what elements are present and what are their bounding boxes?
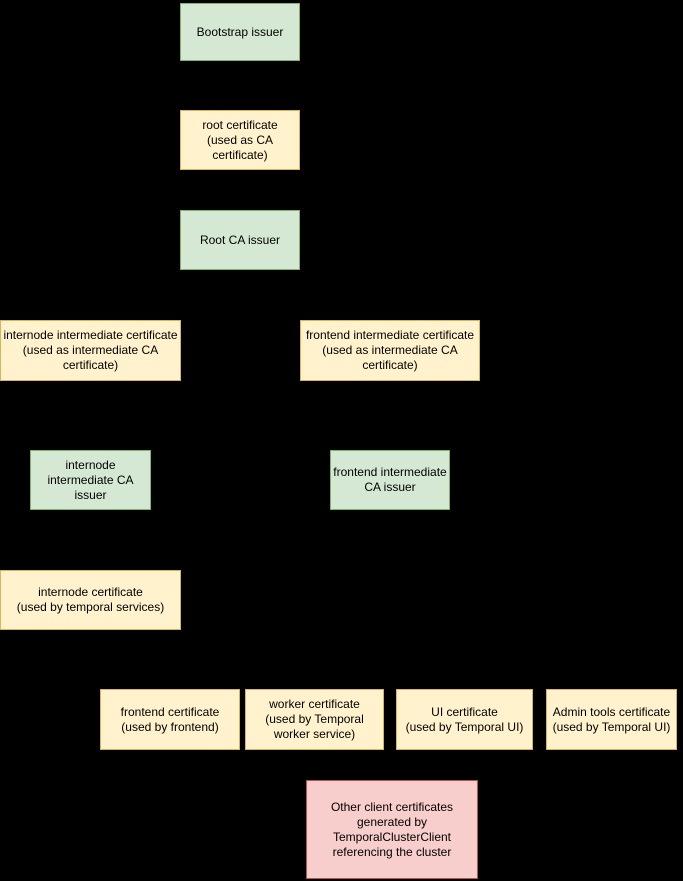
node-label: internode intermediate certificate (used… (3, 328, 178, 372)
node-label: UI certificate (used by Temporal UI) (405, 704, 524, 734)
node-label: worker certificate (used by Temporal wor… (265, 697, 364, 741)
worker-certificate-node: worker certificate (used by Temporal wor… (245, 689, 384, 750)
root-ca-issuer-node: Root CA issuer (180, 210, 300, 270)
internode-intermediate-ca-issuer-node: internode intermediate CA issuer (30, 450, 151, 510)
root-certificate-node: root certificate (used as CA certificate… (180, 110, 300, 170)
frontend-certificate-node: frontend certificate (used by frontend) (100, 689, 240, 750)
internode-certificate-node: internode certificate (used by temporal … (0, 570, 181, 630)
frontend-intermediate-ca-issuer-node: frontend intermediate CA issuer (330, 450, 450, 510)
node-label: Root CA issuer (199, 232, 281, 247)
frontend-intermediate-certificate-node: frontend intermediate certificate (used … (300, 320, 480, 381)
ui-certificate-node: UI certificate (used by Temporal UI) (396, 689, 533, 750)
node-label: Other client certificates generated by T… (330, 799, 454, 859)
node-label: frontend certificate (used by frontend) (120, 704, 220, 734)
admin-tools-certificate-node: Admin tools certificate (used by Tempora… (546, 689, 677, 750)
node-label: Admin tools certificate (used by Tempora… (552, 704, 671, 734)
node-label: internode certificate (used by temporal … (16, 585, 165, 614)
internode-intermediate-certificate-node: internode intermediate certificate (used… (0, 320, 181, 381)
bootstrap-issuer-node: Bootstrap issuer (180, 3, 300, 61)
node-label: root certificate (used as CA certificate… (202, 117, 278, 162)
other-client-certificates-node: Other client certificates generated by T… (306, 780, 478, 879)
node-label: Bootstrap issuer (196, 24, 284, 39)
node-label: internode intermediate CA issuer (47, 457, 134, 502)
node-label: frontend intermediate CA issuer (333, 465, 447, 494)
node-label: frontend intermediate certificate (used … (305, 328, 475, 372)
